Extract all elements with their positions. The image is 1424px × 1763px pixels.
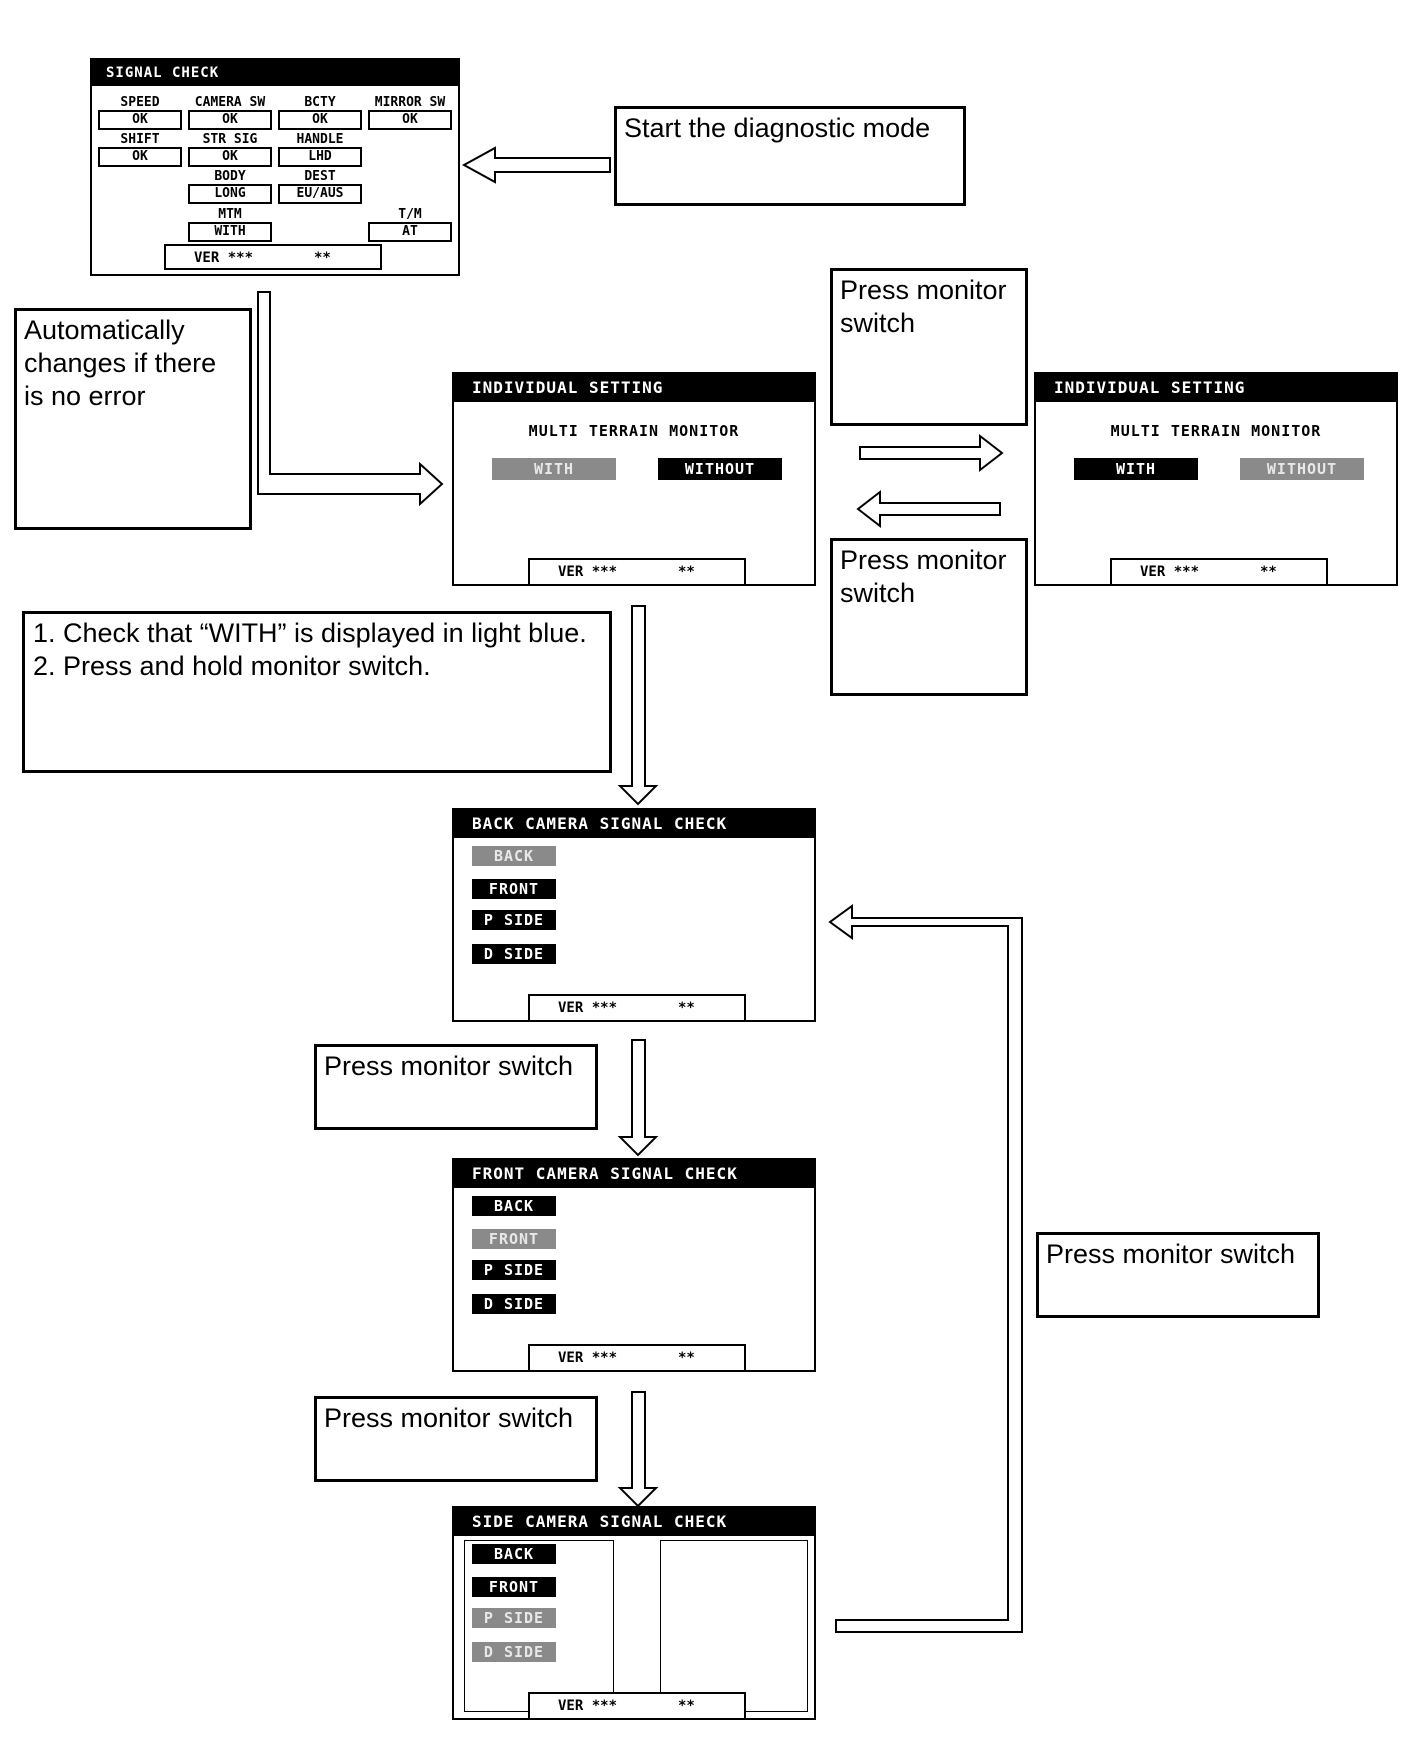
back-camera-title: BACK CAMERA SIGNAL CHECK — [454, 810, 814, 838]
shift-label: SHIFT — [120, 133, 160, 147]
tm-value: AT — [368, 222, 452, 242]
without-option[interactable]: WITHOUT — [1240, 458, 1364, 480]
side-camera-title: SIDE CAMERA SIGNAL CHECK — [454, 1508, 814, 1536]
individual-setting-title: INDIVIDUAL SETTING — [454, 374, 814, 402]
note-press-monitor-switch-front-to-side: Press monitor switch — [314, 1396, 598, 1482]
str-sig-label: STR SIG — [202, 133, 258, 147]
side-camera-signal-check-screen: SIDE CAMERA SIGNAL CHECK BACK FRONT P SI… — [452, 1506, 816, 1720]
speed-label: SPEED — [120, 96, 160, 110]
p-side-item: P SIDE — [472, 1260, 556, 1280]
p-side-item: P SIDE — [472, 910, 556, 930]
arrow-press-left — [856, 489, 1001, 529]
d-side-item: D SIDE — [472, 944, 556, 964]
signal-check-version: VER *** ** — [164, 244, 382, 270]
speed-value: OK — [98, 110, 182, 130]
body-value: LONG — [188, 184, 272, 204]
note-start-diagnostic: Start the diagnostic mode — [614, 106, 966, 206]
arrow-front-to-side — [617, 1391, 659, 1508]
arrow-side-to-back — [828, 904, 1023, 1633]
camera-sw-label: CAMERA SW — [194, 96, 266, 110]
bcty-label: BCTY — [304, 96, 336, 110]
d-side-item: D SIDE — [472, 1642, 556, 1662]
signal-check-screen: SIGNAL CHECK SPEED OK CAMERA SW OK BCTY … — [90, 58, 460, 276]
individual-setting-screen-2: INDIVIDUAL SETTING MULTI TERRAIN MONITOR… — [1034, 372, 1398, 586]
p-side-item: P SIDE — [472, 1608, 556, 1628]
mirror-sw-value: OK — [368, 110, 452, 130]
front-camera-version: VER *** ** — [528, 1344, 746, 1372]
bcty-value: OK — [278, 110, 362, 130]
back-camera-signal-check-screen: BACK CAMERA SIGNAL CHECK BACK FRONT P SI… — [452, 808, 816, 1022]
str-sig-value: OK — [188, 147, 272, 167]
individual-setting-title: INDIVIDUAL SETTING — [1036, 374, 1396, 402]
arrow-start-to-signal-check — [461, 146, 611, 184]
handle-label: HANDLE — [296, 133, 344, 147]
note-automatically-changes: Automatically changes if there is no err… — [14, 308, 252, 530]
note-press-monitor-switch-left: Press monitor switch — [830, 538, 1028, 696]
arrow-back-to-front — [617, 1039, 659, 1157]
tm-label: T/M — [398, 208, 422, 222]
multi-terrain-monitor-label: MULTI TERRAIN MONITOR — [1110, 422, 1322, 440]
handle-value: LHD — [278, 147, 362, 167]
arrow-press-right — [859, 433, 1004, 473]
without-option[interactable]: WITHOUT — [658, 458, 782, 480]
note-press-monitor-switch-back-to-front: Press monitor switch — [314, 1044, 598, 1130]
mtm-label: MTM — [218, 208, 242, 222]
arrow-individual-to-back — [617, 605, 659, 806]
front-item: FRONT — [472, 879, 556, 899]
d-side-item: D SIDE — [472, 1294, 556, 1314]
individual-setting-version: VER *** ** — [1110, 558, 1328, 586]
with-option[interactable]: WITH — [1074, 458, 1198, 480]
front-camera-title: FRONT CAMERA SIGNAL CHECK — [454, 1160, 814, 1188]
note-check-with-displayed: 1. Check that “WITH” is displayed in lig… — [22, 611, 612, 773]
dest-value: EU/AUS — [278, 184, 362, 204]
back-item: BACK — [472, 1544, 556, 1564]
note-press-monitor-switch-right: Press monitor switch — [830, 268, 1028, 426]
front-camera-signal-check-screen: FRONT CAMERA SIGNAL CHECK BACK FRONT P S… — [452, 1158, 816, 1372]
back-item: BACK — [472, 1196, 556, 1216]
mtm-value: WITH — [188, 222, 272, 242]
signal-check-title: SIGNAL CHECK — [92, 60, 458, 86]
body-label: BODY — [214, 170, 246, 184]
front-item: FRONT — [472, 1229, 556, 1249]
back-camera-version: VER *** ** — [528, 994, 746, 1022]
front-item: FRONT — [472, 1577, 556, 1597]
back-item: BACK — [472, 846, 556, 866]
side-camera-version: VER *** ** — [528, 1692, 746, 1720]
multi-terrain-monitor-label: MULTI TERRAIN MONITOR — [528, 422, 740, 440]
note-press-monitor-switch-side-to-back: Press monitor switch — [1036, 1232, 1320, 1318]
camera-sw-value: OK — [188, 110, 272, 130]
individual-setting-screen-1: INDIVIDUAL SETTING MULTI TERRAIN MONITOR… — [452, 372, 816, 586]
individual-setting-version: VER *** ** — [528, 558, 746, 586]
with-option[interactable]: WITH — [492, 458, 616, 480]
mirror-sw-label: MIRROR SW — [374, 96, 446, 110]
right-camera-pane — [660, 1540, 808, 1712]
dest-label: DEST — [304, 170, 336, 184]
shift-value: OK — [98, 147, 182, 167]
arrow-auto-to-individual — [257, 291, 444, 507]
